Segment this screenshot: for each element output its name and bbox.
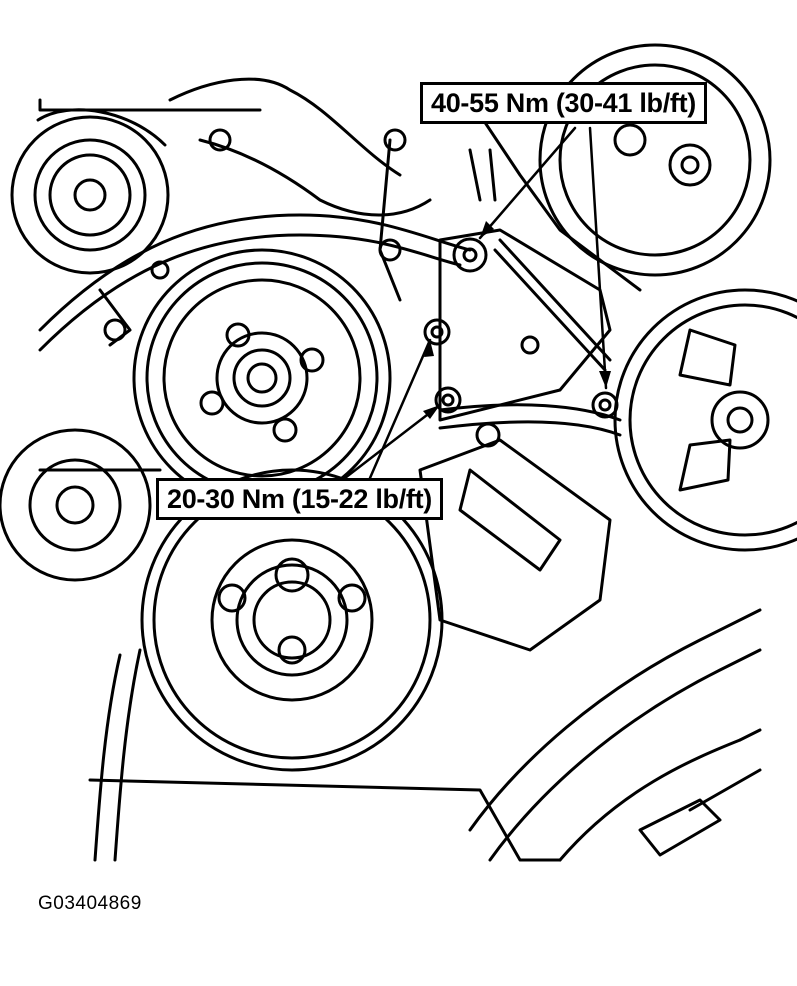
torque-callout-upper: 40-55 Nm (30-41 lb/ft) [420, 82, 707, 124]
lower-left-pulley [0, 428, 152, 582]
drive-belt [38, 213, 622, 862]
upper-left-pulley [10, 108, 170, 275]
right-pulley [613, 288, 797, 552]
upper-right-pulley [538, 43, 772, 277]
torque-callout-lower: 20-30 Nm (15-22 lb/ft) [156, 478, 443, 520]
leader-lines [343, 126, 608, 480]
tensioner-bracket [418, 148, 612, 652]
crankshaft-pulley [140, 468, 444, 772]
center-pulley [132, 248, 392, 508]
torque-bolts [103, 128, 619, 448]
arrow-heads [423, 221, 611, 419]
figure-id: G03404869 [38, 893, 142, 914]
